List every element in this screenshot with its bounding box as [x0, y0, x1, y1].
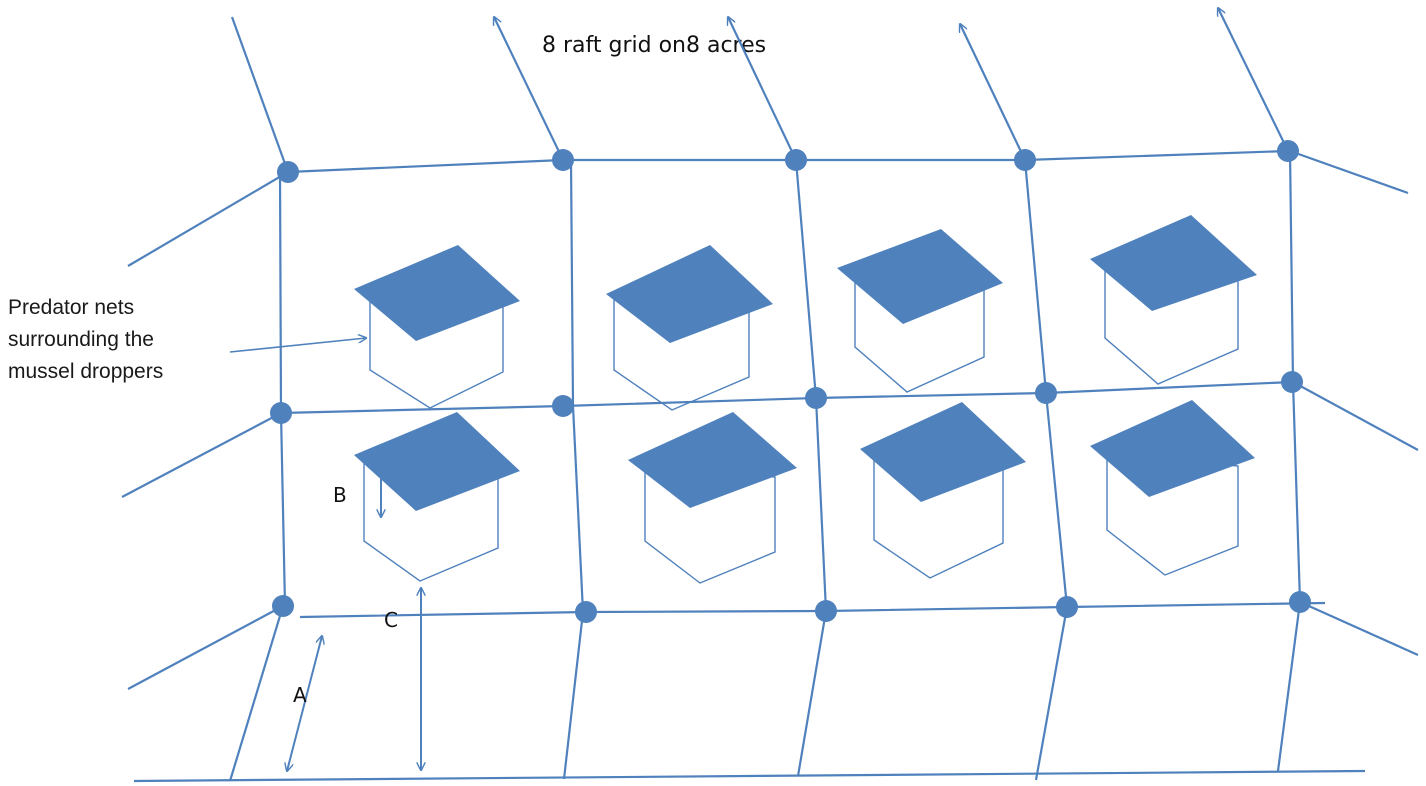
callout-line-2: surrounding the — [8, 328, 154, 351]
callout-line-1: Predator nets — [8, 296, 135, 319]
mooring-line — [1276, 601, 1302, 772]
mooring-line — [230, 16, 290, 173]
predator-nets-callout: Predator nets surrounding the mussel dro… — [8, 292, 238, 388]
anchor-nodes — [270, 140, 1311, 623]
raft-platform — [1090, 215, 1257, 311]
raft-platform — [1090, 400, 1255, 497]
raft — [860, 402, 1026, 579]
mooring-line — [1299, 600, 1419, 657]
anchor-node — [815, 600, 837, 622]
mooring-line — [796, 610, 828, 777]
raft — [628, 412, 797, 584]
anchor-node — [805, 387, 827, 409]
dimension-label-b: B — [333, 483, 347, 507]
rafts — [354, 215, 1257, 584]
mooring-line — [127, 605, 284, 690]
anchor-node — [1035, 382, 1057, 404]
dimension-arrow-a — [287, 636, 322, 771]
anchor-node — [552, 149, 574, 171]
mooring-arrow — [960, 24, 1026, 161]
mooring-line — [121, 412, 282, 498]
grid-column-1 — [278, 171, 287, 607]
diagram-title: 8 raft grid on8 acres — [542, 33, 766, 58]
grid-line-bottom — [299, 601, 1326, 619]
mooring-lines — [121, 8, 1419, 782]
mooring-line — [562, 611, 585, 780]
raft — [606, 245, 773, 411]
grid-line-middle — [280, 380, 1293, 415]
anchor-node — [575, 601, 597, 623]
anchor-node — [1277, 140, 1299, 162]
anchor-node — [1056, 596, 1078, 618]
callout-arrow — [229, 338, 366, 353]
anchor-node — [1014, 149, 1036, 171]
mooring-line — [1292, 381, 1419, 451]
raft — [837, 229, 1003, 393]
anchor-node — [272, 595, 294, 617]
raft — [354, 412, 520, 582]
anchor-node — [270, 402, 292, 424]
dimension-markers: A B C — [287, 466, 421, 771]
raft — [354, 245, 520, 409]
anchor-node — [1281, 371, 1303, 393]
raft-platform — [628, 412, 797, 508]
grid-column-3 — [794, 159, 828, 612]
mooring-line — [1034, 606, 1069, 781]
vertical-grid-lines — [278, 150, 1302, 613]
anchor-node — [277, 161, 299, 183]
mooring-arrow — [728, 17, 797, 161]
anchor-node — [1289, 591, 1311, 613]
callout-line-3: mussel droppers — [8, 360, 164, 383]
raft-platform — [837, 229, 1003, 324]
dimension-label-c: C — [384, 608, 398, 632]
grid-column-2 — [569, 159, 585, 613]
raft-platform — [860, 402, 1026, 502]
anchor-node — [552, 395, 574, 417]
seabed-line — [133, 769, 1366, 783]
raft-platform — [354, 245, 520, 341]
dimension-label-a: A — [293, 683, 307, 707]
mooring-line — [228, 605, 285, 782]
raft-platform — [606, 245, 773, 343]
anchor-node — [785, 149, 807, 171]
raft — [1090, 400, 1255, 576]
raft — [1090, 215, 1257, 385]
mooring-line — [127, 171, 289, 267]
mooring-arrow — [1218, 8, 1289, 152]
raft-platform — [354, 412, 520, 511]
mooring-arrow — [494, 17, 564, 161]
mooring-line — [1289, 149, 1409, 195]
